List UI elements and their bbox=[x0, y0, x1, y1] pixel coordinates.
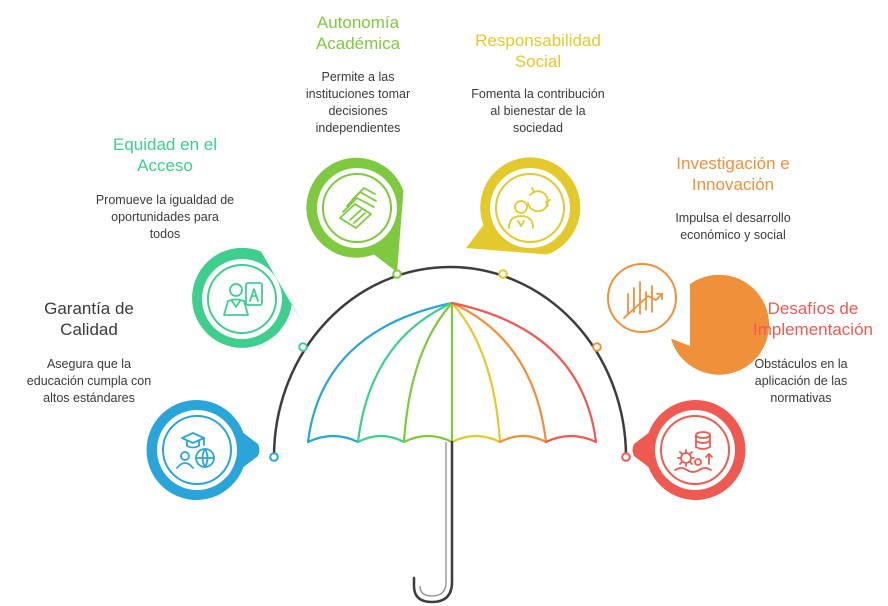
description-calidad: Asegura que la educación cumpla con alto… bbox=[26, 357, 152, 405]
connector-dots bbox=[269, 269, 631, 462]
title-calidad: Garantía de Calidad bbox=[44, 299, 134, 339]
umbrella-canopy bbox=[306, 301, 598, 444]
canopy-rib-6 bbox=[450, 301, 548, 444]
dot-equidad bbox=[298, 342, 308, 352]
person-board-icon bbox=[192, 247, 302, 348]
description-responsabilidad: Fomenta la contribución al bienestar de … bbox=[471, 87, 605, 135]
canopy-rib-1 bbox=[306, 301, 454, 444]
dot-desafios bbox=[621, 452, 631, 462]
description-investigacion: Impulsa el desarrollo económico y social bbox=[675, 211, 791, 242]
scallop-5 bbox=[498, 434, 548, 444]
description-desafios: Obstáculos en la aplicación de las norma… bbox=[754, 357, 848, 405]
canopy-scallops bbox=[306, 434, 598, 444]
dot-investigacion bbox=[592, 342, 602, 352]
scallop-3 bbox=[402, 434, 454, 444]
graduation-globe-icon bbox=[146, 400, 260, 500]
scallop-4 bbox=[450, 434, 502, 444]
scallop-2 bbox=[356, 434, 406, 444]
gears-database-icon bbox=[632, 400, 746, 500]
umbrella-handle bbox=[412, 440, 454, 604]
title-autonomia: Autonomía Académica bbox=[315, 13, 401, 53]
description-equidad: Promueve la igualdad de oportunidades pa… bbox=[95, 193, 235, 241]
outer-arc bbox=[272, 265, 628, 458]
canopy-rib-2 bbox=[356, 301, 454, 444]
umbrella-handle-inner bbox=[419, 442, 447, 597]
title-desafios: Desafíos de Implementación bbox=[752, 299, 873, 339]
scallop-6 bbox=[544, 434, 598, 444]
canopy-rib-5 bbox=[450, 301, 502, 444]
dot-responsabilidad bbox=[498, 269, 508, 279]
canopy-rib-3 bbox=[402, 301, 454, 444]
book-icon bbox=[306, 157, 404, 272]
scallop-1 bbox=[306, 434, 360, 444]
canopy-rib-7 bbox=[450, 301, 598, 444]
person-recycle-icon bbox=[466, 157, 581, 255]
growth-chart-icon bbox=[602, 258, 770, 375]
title-investigacion: Investigación e Innovación bbox=[676, 154, 790, 194]
title-equidad: Equidad en el Acceso bbox=[113, 135, 217, 175]
description-autonomia: Permite a las instituciones tomar decisi… bbox=[305, 70, 411, 135]
title-responsabilidad: Responsabilidad Social bbox=[475, 31, 601, 71]
dot-calidad bbox=[269, 452, 279, 462]
